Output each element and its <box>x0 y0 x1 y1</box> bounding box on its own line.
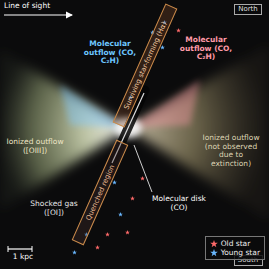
shock-label: Shocked gas ([OI]) <box>28 200 80 217</box>
scale-label: 1 kpc <box>6 253 40 262</box>
legend-text: Young star <box>221 248 260 257</box>
legend-text: Old star <box>221 239 251 248</box>
axis-label: Line of sight <box>4 2 79 11</box>
outflow-label: Ionized outflow ([OIII]) <box>6 138 64 155</box>
disk-label: Molecular disk (CO) <box>150 195 208 212</box>
star-symbol <box>210 240 218 248</box>
outflow-label: Molecular outflow (CO, C₂H) <box>82 40 138 66</box>
compass-box: North <box>234 4 262 15</box>
outflow-label: Ionized outflow (not observed due to ext… <box>198 134 264 169</box>
star-symbol <box>210 249 218 257</box>
legend-row: Young star <box>210 248 260 257</box>
legend-row: Old star <box>210 239 260 248</box>
legend-box: Old starYoung star <box>205 236 265 260</box>
outflow-label: Molecular outflow (CO, C₂H) <box>176 36 236 62</box>
node-text: North <box>238 5 258 13</box>
